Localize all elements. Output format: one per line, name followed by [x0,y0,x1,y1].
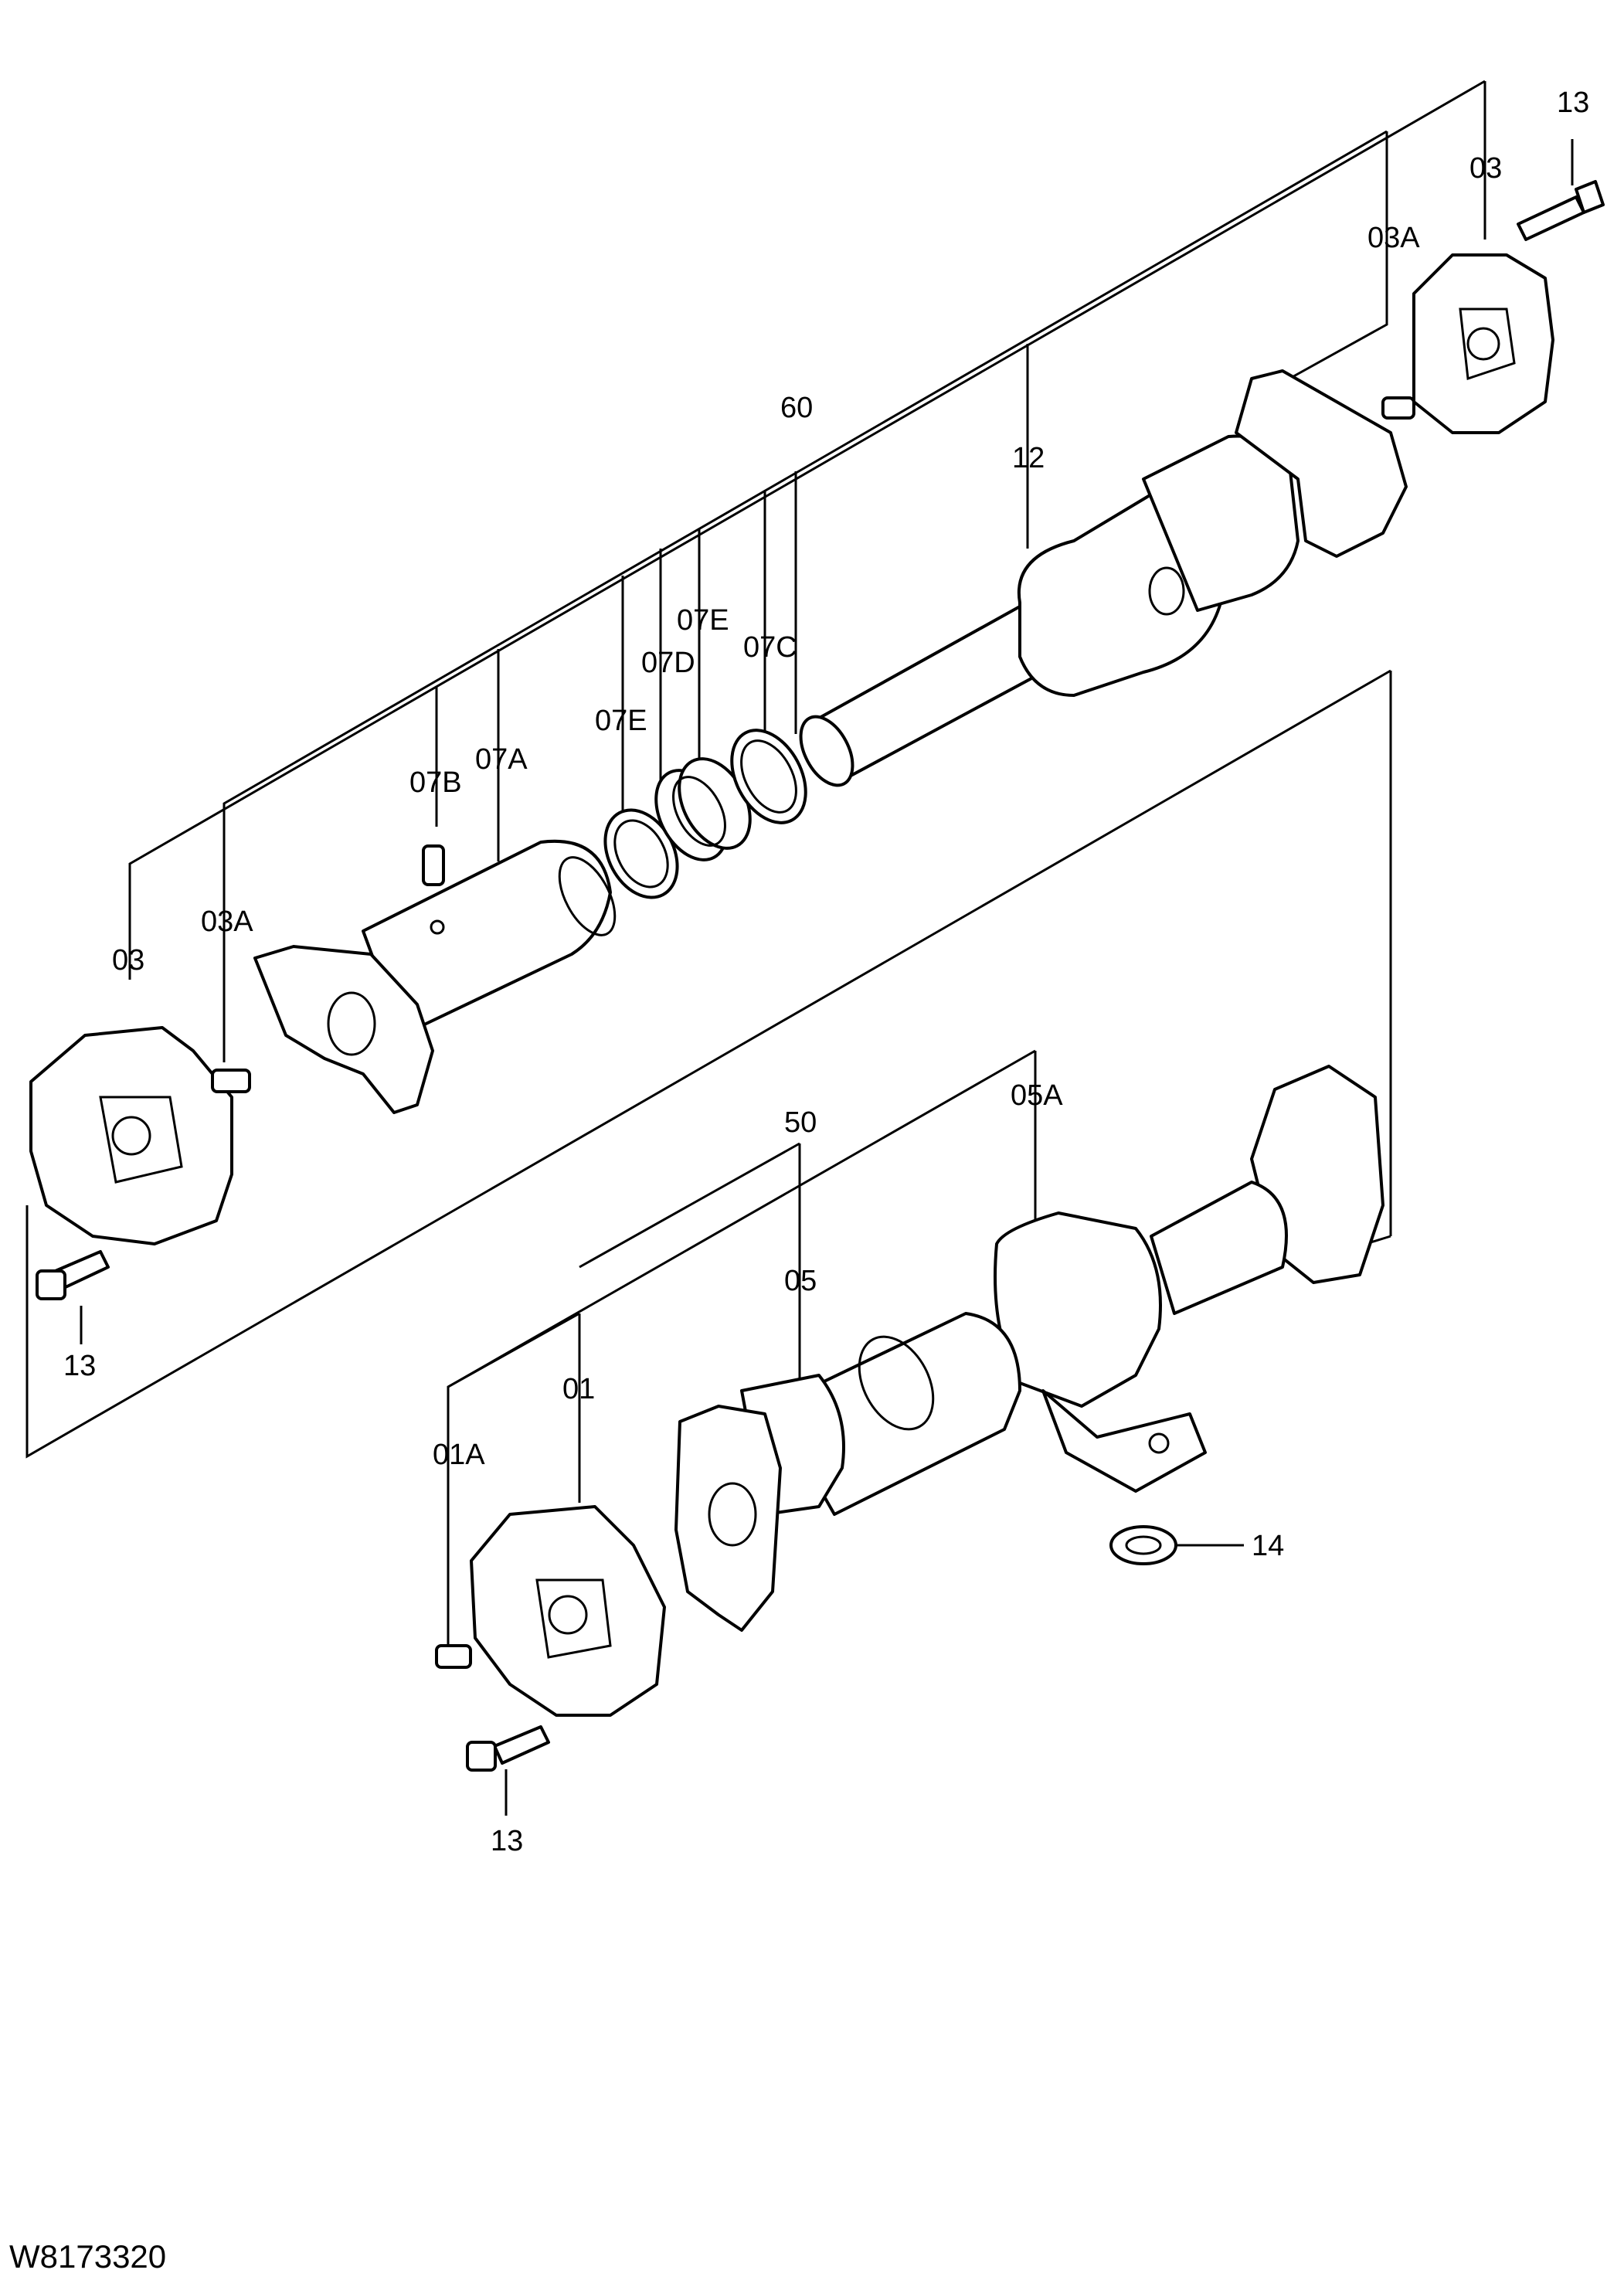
flex-coupling-upper-right [1412,253,1554,434]
callout-07b: 07B [409,766,462,799]
callout-13-top: 13 [1557,87,1589,119]
callout-01: 01 [562,1373,595,1405]
lower-propeller-shaft [435,1065,1384,1772]
leader-lines [25,80,1574,1816]
callout-07a: 07A [475,743,528,776]
bolt-upper-left [36,1250,110,1300]
callout-07e-upper: 07E [677,604,729,637]
callout-13-left: 13 [63,1350,96,1382]
callout-12: 12 [1012,442,1045,474]
callout-03a-left: 03A [201,906,253,938]
callout-01a: 01A [433,1439,485,1471]
callout-05: 05 [784,1265,817,1297]
flex-coupling-upper-left [29,1026,233,1245]
callout-13-bottom: 13 [491,1825,523,1857]
callout-07d: 07D [641,647,695,679]
callout-14: 14 [1252,1530,1284,1562]
callout-03-left: 03 [112,944,144,977]
callout-07e-lower: 07E [595,705,647,737]
callout-05a: 05A [1011,1079,1063,1112]
callout-03a-top: 03A [1367,222,1420,254]
callout-07c: 07C [743,631,797,664]
bolt-upper-right [1517,180,1605,241]
callout-03-top: 03 [1469,152,1502,185]
washer [1109,1525,1177,1565]
bolt-lower [466,1725,550,1772]
upper-propeller-shaft [29,180,1605,1300]
callout-60: 60 [780,392,813,424]
callout-50: 50 [784,1106,817,1139]
flex-coupling-lower [470,1505,666,1717]
callout-labels: 13 03 03A 12 60 07E 07D 07C 07E 07A 07B … [63,87,1589,1857]
drawing-code: W8173320 [9,2238,166,2275]
